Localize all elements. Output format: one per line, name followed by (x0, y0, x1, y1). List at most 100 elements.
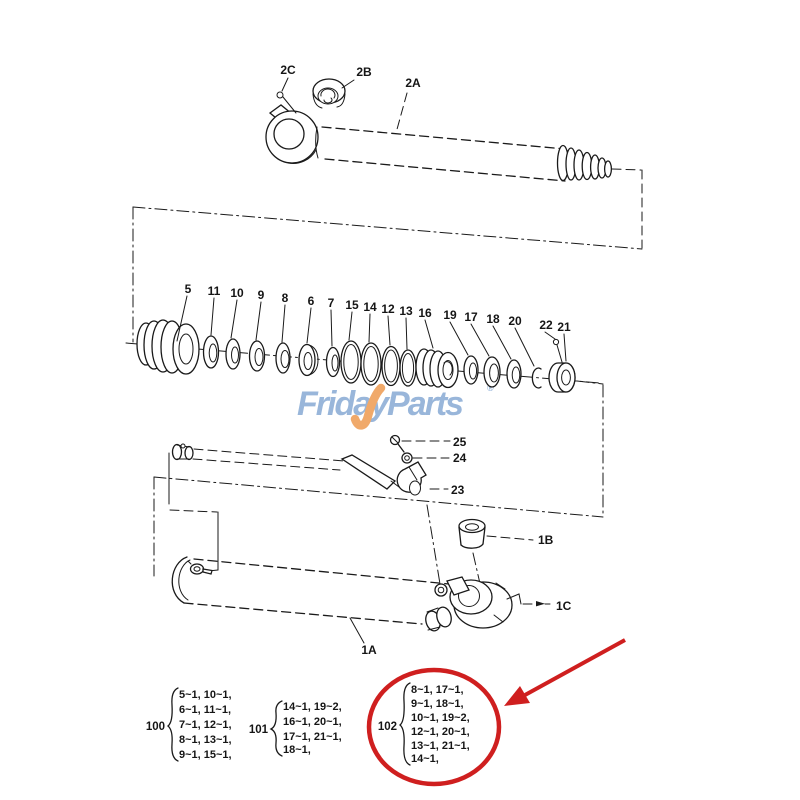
part-1c-pin (506, 593, 551, 607)
part-18-ring (506, 359, 522, 389)
callout-12: 12 (381, 302, 395, 316)
callout-2b: 2B (356, 65, 372, 79)
leader-2c (281, 77, 289, 92)
group-101-item: 17~1, 21~1, (283, 731, 342, 743)
group-100-label: 100 (146, 721, 165, 733)
callout-25: 25 (453, 435, 467, 449)
cylinder-clamp (425, 606, 452, 632)
clip-2c-part (276, 91, 297, 114)
group-101-item: 18~1, (283, 744, 311, 756)
rod-bottom-edge (324, 158, 566, 182)
callout-5: 5 (185, 282, 192, 296)
cap-2b-part (312, 78, 346, 109)
cylinder-top-edge (193, 558, 450, 585)
part-1b-bushing (458, 518, 486, 549)
part-15-oring (340, 340, 362, 384)
rod-eye-bore (273, 118, 305, 150)
watermark-check-icon (350, 383, 386, 430)
cylinder-left-cap (171, 556, 188, 604)
watermark-reg-mark: ® (487, 383, 494, 393)
rod-thread-end (556, 144, 613, 182)
callout-2c: 2C (280, 63, 296, 77)
callout-6: 6 (308, 294, 315, 308)
part-24-washer (401, 452, 413, 464)
callout-24: 24 (453, 451, 467, 465)
callout-22: 22 (539, 318, 553, 332)
callout-1b: 1B (538, 533, 554, 547)
part-22-fitting (552, 338, 563, 363)
part-13-oring (399, 349, 417, 387)
group-100-item: 5~1, 10~1, (179, 689, 232, 701)
part-21-nut (548, 362, 576, 393)
group-100-item: 7~1, 12~1, (179, 719, 232, 731)
callout-1a: 1A (361, 643, 377, 657)
callout-17: 17 (464, 310, 478, 324)
group-102-item: 14~1, (411, 753, 439, 765)
group-102-label: 102 (378, 721, 397, 733)
pipe-line-top (193, 448, 345, 462)
pipe-line-bottom (192, 458, 341, 471)
callout-1c: 1C (556, 599, 572, 613)
highlight-arrow-shaft (524, 638, 626, 697)
callout-9: 9 (258, 288, 265, 302)
rod-top-edge (321, 126, 566, 150)
part-9-ring (248, 340, 266, 372)
part-17-ring (483, 356, 501, 388)
group-101-item: 14~1, 19~2, (283, 701, 342, 713)
part-20-snap-ring (531, 367, 542, 389)
callout-15: 15 (345, 298, 359, 312)
seal-row (136, 319, 576, 393)
parts-group-102: 102 8~1, 17~1, 9~1, 18~1, 10~1, 19~2, 12… (378, 682, 470, 766)
callout-2a: 2A (405, 76, 421, 90)
part-14-oring (360, 342, 382, 386)
part-23-elbow (396, 461, 427, 496)
highlight-circle (366, 667, 502, 787)
cylinder-body-assembly: 1A 1B 1C (171, 518, 572, 657)
group-101-label: 101 (249, 724, 269, 736)
callout-23: 23 (451, 483, 465, 497)
part-10-ring (225, 338, 241, 370)
rod-assembly: 2C 2B 2A (265, 63, 613, 182)
pipe-assembly: 25 24 23 (171, 434, 467, 497)
callout-14: 14 (363, 300, 377, 314)
cylinder-port-boss (434, 576, 470, 597)
group-100-brace (166, 687, 179, 762)
part-12-oring (381, 345, 401, 387)
highlight-arrow-head (504, 686, 530, 706)
group-102-item: 9~1, 18~1, (411, 698, 464, 710)
leader-1a (349, 617, 365, 644)
part-16-piston (415, 348, 459, 389)
pipe-tube (340, 454, 397, 490)
group-101-item: 16~1, 20~1, (283, 716, 342, 728)
part-5-gland (136, 319, 200, 375)
group-102-brace (398, 682, 411, 766)
parts-group-100: 100 5~1, 10~1, 6~1, 11~1, 7~1, 12~1, 8~1… (146, 687, 232, 762)
callout-16: 16 (418, 306, 432, 320)
leader-2b (341, 79, 355, 89)
group-102-item: 8~1, 17~1, (411, 684, 464, 696)
parts-group-101: 101 14~1, 19~2, 16~1, 20~1, 17~1, 21~1, … (249, 700, 342, 757)
part-11-ring (202, 335, 220, 369)
highlight-annotation (366, 638, 626, 787)
callout-10: 10 (230, 286, 244, 300)
group-101-brace (269, 700, 283, 757)
group-100-item: 9~1, 15~1, (179, 749, 232, 761)
leader-2a (395, 92, 408, 134)
callout-8: 8 (282, 291, 289, 305)
callout-11: 11 (208, 284, 221, 298)
watermark-logo: FridayParts ® (297, 383, 494, 430)
callout-21: 21 (557, 320, 571, 334)
cylinder-grease-fitting (187, 560, 213, 575)
part-6-seal (298, 343, 319, 377)
group-100-item: 8~1, 13~1, (179, 734, 232, 746)
leader-1b (486, 535, 534, 541)
callout-7: 7 (328, 296, 335, 310)
callout-13: 13 (399, 304, 413, 318)
part-7-ring (325, 346, 341, 378)
callout-19: 19 (443, 308, 457, 322)
callout-18: 18 (486, 312, 500, 326)
seal-callout-leaders (176, 295, 567, 367)
group-102-item: 13~1, 21~1, (411, 740, 470, 752)
